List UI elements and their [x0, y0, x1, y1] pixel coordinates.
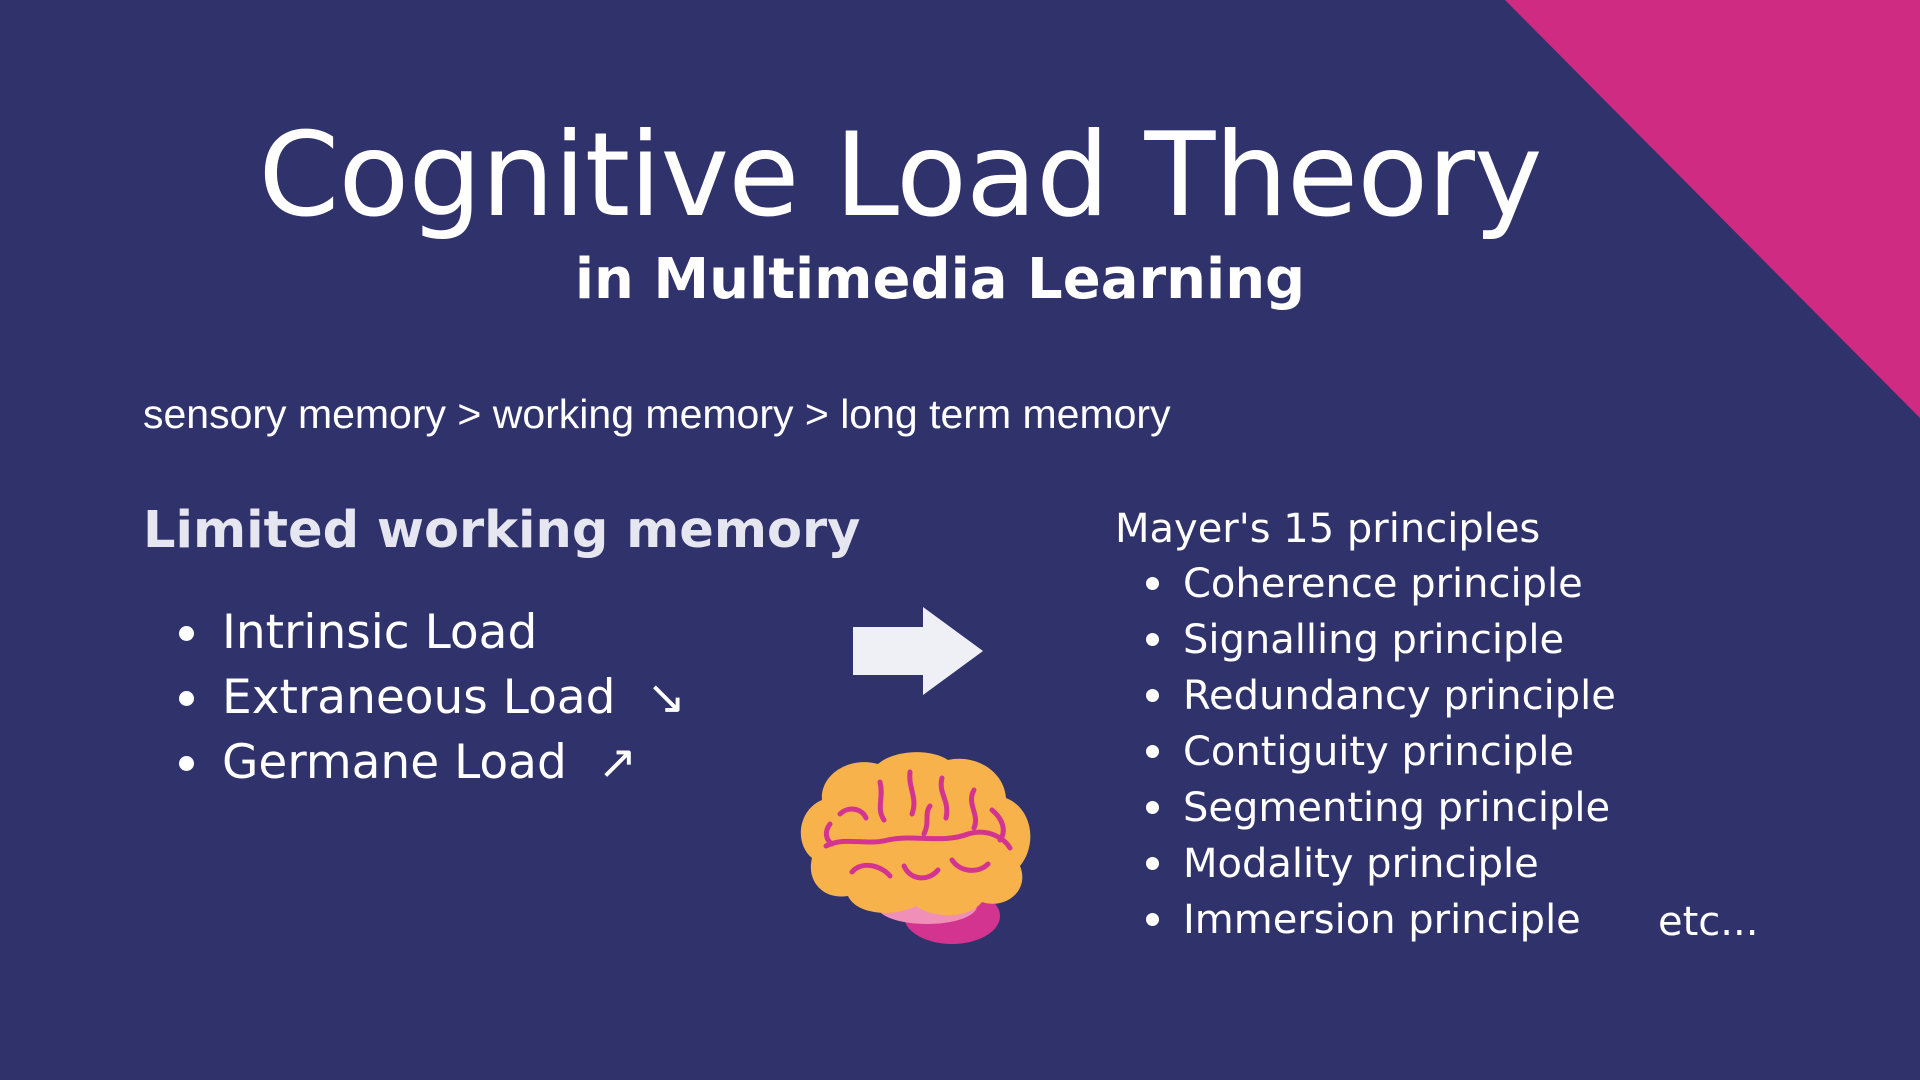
list-item-extraneous-load: Extraneous Load ↘ — [179, 674, 686, 739]
principle-label: Immersion principle — [1183, 897, 1581, 943]
limited-working-memory-heading: Limited working memory — [143, 501, 861, 560]
principle-label: Redundancy principle — [1183, 673, 1616, 719]
list-item-principle: Immersion principle — [1146, 897, 1616, 956]
bullet-icon — [1146, 857, 1159, 870]
bullet-icon — [1146, 633, 1159, 646]
bullet-icon — [1146, 913, 1159, 926]
principle-label: Modality principle — [1183, 841, 1539, 887]
bullet-icon — [1146, 689, 1159, 702]
list-item-principle: Modality principle — [1146, 841, 1616, 900]
load-list: Intrinsic Load Extraneous Load ↘ Germane… — [179, 609, 686, 804]
list-item-principle: Redundancy principle — [1146, 673, 1616, 732]
list-item-principle: Contiguity principle — [1146, 729, 1616, 788]
arrow-up-right-icon: ↗ — [597, 735, 638, 790]
memory-path-text: sensory memory > working memory > long t… — [143, 391, 1171, 437]
bullet-icon — [1146, 801, 1159, 814]
bullet-icon — [1146, 577, 1159, 590]
load-label: Extraneous Load — [222, 670, 616, 725]
list-item-principle: Signalling principle — [1146, 617, 1616, 676]
principle-label: Contiguity principle — [1183, 729, 1574, 775]
mayers-principles-heading: Mayer's 15 principles — [1115, 506, 1541, 552]
list-item-intrinsic-load: Intrinsic Load — [179, 609, 686, 674]
load-label: Germane Load — [222, 735, 567, 790]
slide-title: Cognitive Load Theory — [258, 108, 1542, 243]
slide-subtitle: in Multimedia Learning — [574, 247, 1306, 312]
load-label: Intrinsic Load — [222, 605, 538, 660]
principles-list: Coherence principle Signalling principle… — [1146, 561, 1616, 956]
principle-label: Signalling principle — [1183, 617, 1565, 663]
list-item-principle: Coherence principle — [1146, 561, 1616, 620]
right-arrow-icon — [853, 607, 983, 695]
etc-text: etc... — [1658, 899, 1759, 945]
bullet-icon — [1146, 745, 1159, 758]
list-item-germane-load: Germane Load ↗ — [179, 739, 686, 804]
arrow-down-right-icon: ↘ — [646, 670, 686, 725]
bullet-icon — [179, 756, 194, 771]
bullet-icon — [179, 691, 194, 706]
principle-label: Segmenting principle — [1183, 785, 1611, 831]
bullet-icon — [179, 626, 194, 641]
list-item-principle: Segmenting principle — [1146, 785, 1616, 844]
principle-label: Coherence principle — [1183, 561, 1583, 607]
brain-icon — [800, 752, 1031, 944]
